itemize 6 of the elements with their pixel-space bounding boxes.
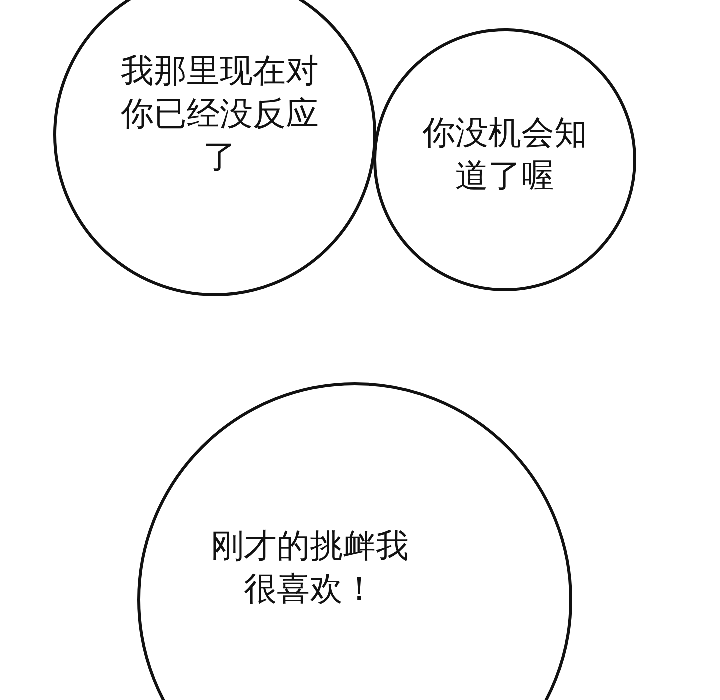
dialogue-text: 刚才的挑衅我很喜欢！ — [210, 525, 410, 610]
speech-bubble — [53, 0, 377, 297]
speech-bubble — [373, 28, 637, 292]
speech-bubble — [137, 382, 573, 700]
dialogue-text: 我那里现在对你已经没反应了 — [120, 50, 320, 178]
dialogue-text: 你没机会知道了喔 — [422, 112, 588, 197]
